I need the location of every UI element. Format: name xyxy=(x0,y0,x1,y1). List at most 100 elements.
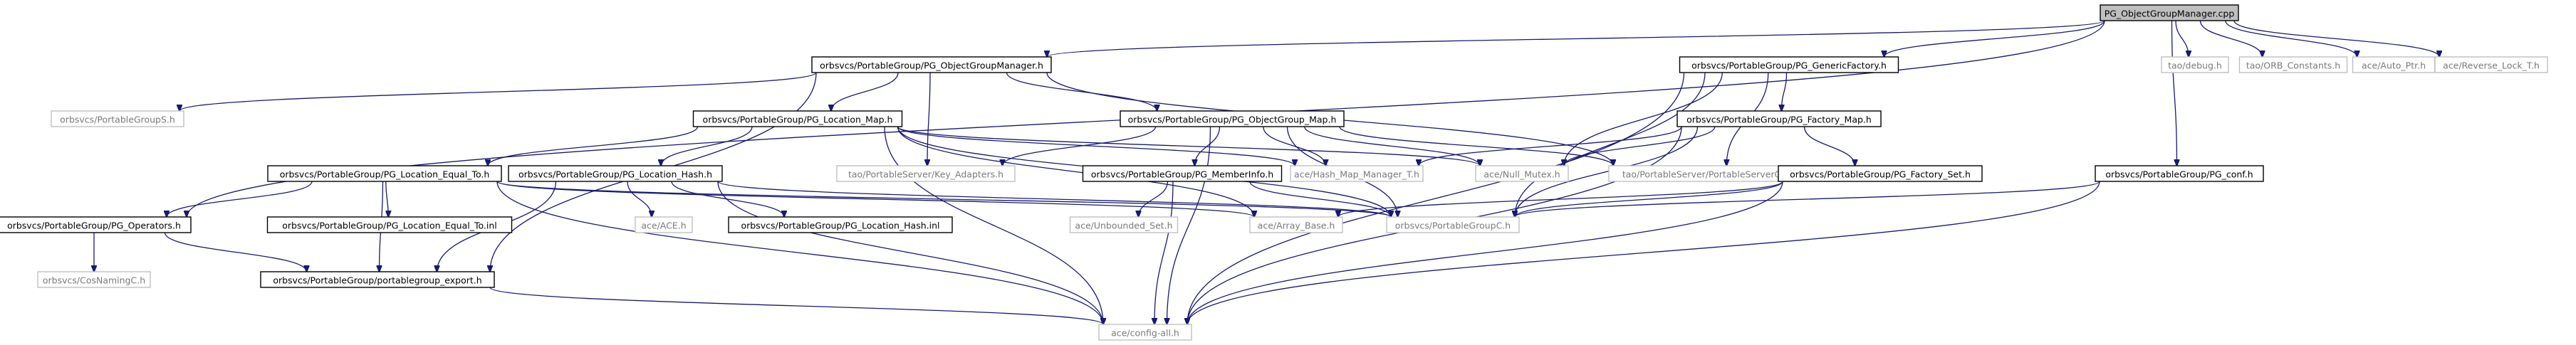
node-box xyxy=(2238,56,2348,73)
edge-export-to-configall xyxy=(489,287,1103,324)
node-label: orbsvcs/PortableGroup/PG_Operators.h xyxy=(7,221,181,231)
node-box xyxy=(1677,110,1882,127)
node-label: orbsvcs/PortableGroup/PG_GenericFactory.… xyxy=(1691,60,1887,71)
node-box xyxy=(2100,4,2239,21)
node-label: orbsvcs/PortableGroup/PG_ObjectGroupMana… xyxy=(820,60,1043,71)
node-label: ace/ACE.h xyxy=(641,221,686,231)
node-label: ace/Auto_Ptr.h xyxy=(2362,60,2426,71)
graph-node-locmap[interactable]: orbsvcs/PortableGroup/PG_Location_Map.h xyxy=(692,110,903,127)
graph-node-ogmap[interactable]: orbsvcs/PortableGroup/PG_ObjectGroup_Map… xyxy=(1120,110,1345,127)
edge-loceq-to-ops xyxy=(167,181,313,217)
node-label: tao/PortableServer/PortableServerC.h xyxy=(1622,169,1789,180)
edge-facset-to-pgC xyxy=(1515,181,1783,217)
node-box xyxy=(2095,165,2264,182)
graph-node-nullmutex: ace/Null_Mutex.h xyxy=(1475,165,1569,182)
edge-ogm_h-to-locmap xyxy=(831,72,899,111)
edge-lochash-to-configall xyxy=(717,181,1103,324)
edge-ogmap-to-nullmutex xyxy=(1304,126,1480,166)
graph-node-facset[interactable]: orbsvcs/PortableGroup/PG_Factory_Set.h xyxy=(1778,165,1983,182)
graph-node-psC: tao/PortableServer/PortableServerC.h xyxy=(1608,165,1803,182)
node-label: orbsvcs/PortableGroupC.h xyxy=(1395,221,1511,231)
node-label: orbsvcs/PortableGroupS.h xyxy=(60,115,175,125)
edge-facmap-to-facset xyxy=(1803,126,1855,166)
node-box xyxy=(836,165,1016,182)
edge-meminfo-to-unbset xyxy=(1139,181,1169,217)
graph-node-lochashinl[interactable]: orbsvcs/PortableGroup/PG_Location_Hash.i… xyxy=(728,216,953,233)
graph-node-arrbase: ace/Array_Base.h xyxy=(1249,216,1343,233)
edge-ops-to-export xyxy=(164,232,307,272)
edge-loceq-to-loceqinl xyxy=(385,181,389,217)
graph-node-orbconst: tao/ORB_Constants.h xyxy=(2238,56,2348,73)
edge-root-to-revlock xyxy=(2233,20,2439,57)
edge-loceq-to-configall xyxy=(496,181,1103,324)
graph-node-loceqinl[interactable]: orbsvcs/PortableGroup/PG_Location_Equal_… xyxy=(266,216,513,233)
node-box xyxy=(1249,216,1343,233)
edge-facmap-to-nullmutex xyxy=(1564,126,1716,166)
edge-locmap-to-hashmgr xyxy=(897,126,1295,166)
edge-locmap-to-lochash xyxy=(661,126,753,166)
graph-node-loceq[interactable]: orbsvcs/PortableGroup/PG_Location_Equal_… xyxy=(267,165,502,182)
graph-node-meminfo[interactable]: orbsvcs/PortableGroup/PG_MemberInfo.h xyxy=(1082,165,1283,182)
edge-loceq-to-arrbase xyxy=(496,181,1254,217)
graph-node-conf[interactable]: orbsvcs/PortableGroup/PG_conf.h xyxy=(2095,165,2264,182)
node-box xyxy=(1290,165,1424,182)
node-box xyxy=(811,56,1052,73)
graph-node-cosnaming: orbsvcs/CosNamingC.h xyxy=(37,271,151,288)
edge-facmap-to-pgC xyxy=(1515,126,1699,217)
graph-node-pgS: orbsvcs/PortableGroupS.h xyxy=(51,110,184,127)
edge-locmap-to-configall xyxy=(884,126,1103,324)
graph-node-keyadapt: tao/PortableServer/Key_Adapters.h xyxy=(836,165,1016,182)
node-label: orbsvcs/PortableGroup/PG_Factory_Set.h xyxy=(1790,169,1971,180)
node-box xyxy=(2161,56,2229,73)
node-box xyxy=(267,165,502,182)
edge-root-to-autoptr xyxy=(2225,20,2357,57)
node-label: ace/Hash_Map_Manager_T.h xyxy=(1294,169,1419,180)
edge-locmap-to-nullmutex xyxy=(897,126,1481,166)
edge-ogmap-to-psC xyxy=(1339,126,1613,166)
edge-meminfo-to-pgC xyxy=(1249,181,1391,217)
edge-ogm_h-to-pgS xyxy=(179,72,817,111)
node-label: orbsvcs/PortableGroup/PG_conf.h xyxy=(2105,169,2253,180)
graph-node-autoptr: ace/Auto_Ptr.h xyxy=(2352,56,2436,73)
graph-node-export[interactable]: orbsvcs/PortableGroup/portablegroup_expo… xyxy=(260,271,495,288)
node-label: tao/debug.h xyxy=(2168,60,2222,71)
node-box xyxy=(51,110,184,127)
node-label: orbsvcs/PortableGroup/PG_Location_Equal_… xyxy=(282,221,497,231)
edge-facset-to-configall xyxy=(1187,181,1783,324)
edge-root-to-conf xyxy=(2171,20,2177,166)
node-label: orbsvcs/PortableGroup/PG_Location_Map.h xyxy=(703,115,893,125)
node-box xyxy=(1098,324,1192,341)
node-label: orbsvcs/CosNamingC.h xyxy=(43,275,145,286)
edge-ogmap-to-keyadapt xyxy=(1003,126,1157,166)
node-label: PG_ObjectGroupManager.cpp xyxy=(2105,9,2235,19)
graph-node-acece: ace/ACE.h xyxy=(635,216,693,233)
node-box xyxy=(1778,165,1983,182)
edge-facmap-to-hashmgr xyxy=(1419,126,1682,166)
edge-conf-to-pgC xyxy=(1515,181,2100,217)
node-box xyxy=(508,165,723,182)
edge-ogmap-to-hashmgr xyxy=(1263,126,1326,166)
node-label: orbsvcs/PortableGroup/portablegroup_expo… xyxy=(273,275,481,286)
node-label: ace/Array_Base.h xyxy=(1258,221,1335,231)
graph-node-ogm_h[interactable]: orbsvcs/PortableGroup/PG_ObjectGroupMana… xyxy=(811,56,1052,73)
edge-lochash-to-acece xyxy=(627,181,652,217)
graph-node-gf_h[interactable]: orbsvcs/PortableGroup/PG_GenericFactory.… xyxy=(1679,56,1899,73)
edge-locmap-to-arrbase xyxy=(897,126,1255,217)
graph-node-lochash[interactable]: orbsvcs/PortableGroup/PG_Location_Hash.h xyxy=(508,165,723,182)
edge-root-to-gf_h xyxy=(1884,20,2105,57)
graph-node-pgC: orbsvcs/PortableGroupC.h xyxy=(1386,216,1520,233)
node-box xyxy=(728,216,953,233)
edge-meminfo-to-configall xyxy=(1154,181,1174,324)
node-label: orbsvcs/PortableGroup/PG_ObjectGroup_Map… xyxy=(1128,115,1337,125)
edge-ogmap-to-configall xyxy=(1167,126,1211,324)
node-box xyxy=(1679,56,1899,73)
graph-node-ops[interactable]: orbsvcs/PortableGroup/PG_Operators.h xyxy=(0,216,192,233)
edge-loceq-to-pgC xyxy=(496,181,1391,217)
node-label: orbsvcs/PortableGroup/PG_Location_Equal_… xyxy=(280,169,490,180)
edge-gf_h-to-nullmutex xyxy=(1564,72,1723,166)
edge-gf_h-to-pgC xyxy=(1515,72,1706,217)
edge-gf_h-to-facmap xyxy=(1782,72,1788,111)
graph-node-root[interactable]: PG_ObjectGroupManager.cpp xyxy=(2100,4,2239,21)
graph-node-facmap[interactable]: orbsvcs/PortableGroup/PG_Factory_Map.h xyxy=(1677,110,1882,127)
